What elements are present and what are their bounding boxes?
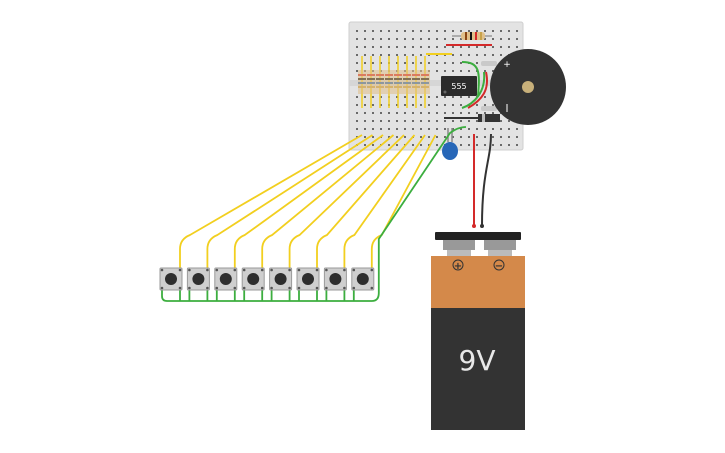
push-button-2 [186, 267, 210, 291]
push-button-7 [323, 267, 347, 291]
wire-yellow-2 [206, 134, 373, 269]
button-wire-green [161, 126, 467, 302]
battery-9v: + − 9V [431, 232, 525, 430]
push-button-6 [296, 267, 320, 291]
wire-green-chip-2 [461, 71, 486, 109]
battery-minus-label: − [495, 261, 503, 272]
wire-yellow-7 [343, 134, 426, 269]
resistor-top [452, 32, 492, 40]
push-button-3 [214, 267, 238, 291]
diode [478, 114, 500, 122]
resistor-bodies [358, 70, 430, 94]
battery-plus-label: + [454, 261, 462, 272]
resistor-small-right [481, 61, 497, 111]
chip-label: 555 [451, 82, 466, 91]
wire-yellow-5 [288, 134, 405, 269]
push-button-4 [241, 267, 265, 291]
battery-label: 9V [459, 344, 496, 377]
push-button-5 [269, 267, 293, 291]
wire-yellow-6 [316, 134, 416, 269]
push-button-1 [159, 267, 183, 291]
wire-yellow-1 [179, 134, 363, 269]
wire-black-battery [481, 133, 492, 227]
wire-yellow-4 [261, 134, 395, 269]
resistor-array [358, 56, 430, 108]
wire-green-ground [161, 126, 467, 302]
wire-green-chip [461, 61, 480, 97]
buzzer: + [490, 49, 566, 125]
push-button-8 [351, 267, 375, 291]
buzzer-plus-label: + [503, 60, 511, 70]
chip-555: 555 [441, 76, 477, 96]
push-buttons [159, 267, 375, 291]
wire-yellow-3 [233, 134, 384, 269]
button-wires-yellow [179, 134, 437, 269]
wire-red-chip [467, 71, 488, 109]
